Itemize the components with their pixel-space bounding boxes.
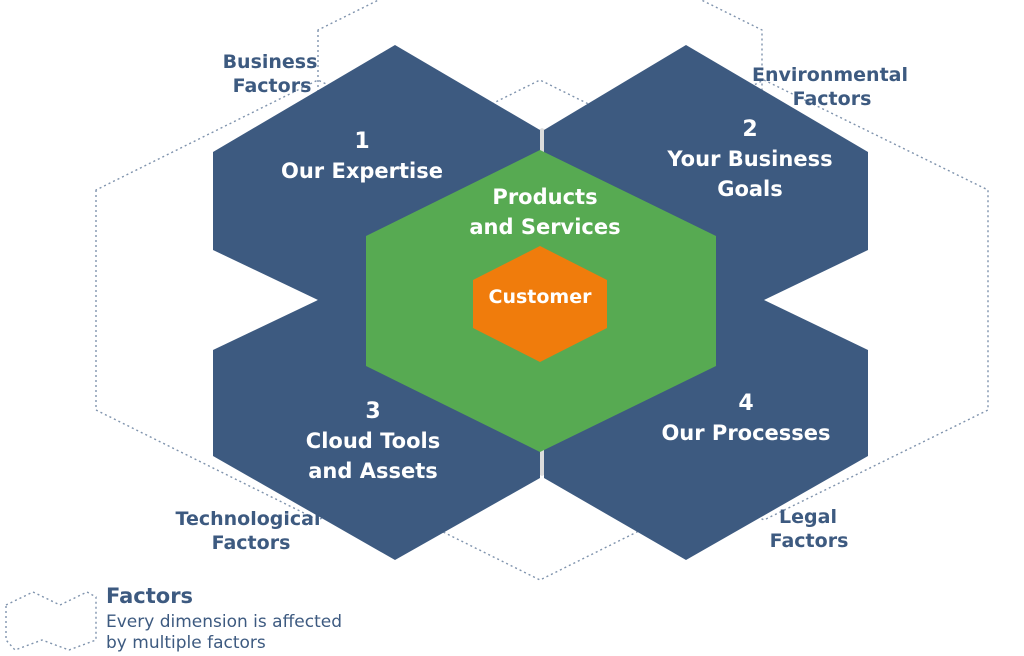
dimension-4-number: 4	[738, 391, 753, 416]
dimension-1-number: 1	[354, 129, 369, 154]
products-label-line1: Products	[492, 185, 597, 209]
business-factors-line2: Factors	[233, 75, 312, 97]
legend-description-line2: by multiple factors	[106, 633, 266, 653]
dimension-3-label-line1: Cloud Tools	[306, 429, 440, 453]
legend-title: Factors	[106, 584, 193, 608]
hexagon-customer	[473, 246, 607, 362]
dimension-3-number: 3	[365, 399, 380, 424]
legend-hexagon-icon	[5, 591, 97, 651]
customer-label: Customer	[489, 286, 593, 308]
technological-factors-line1: Technological	[176, 508, 321, 530]
legend-description-line1: Every dimension is affected	[106, 612, 342, 632]
dimension-3-label-line2: and Assets	[308, 459, 438, 483]
dimension-2-label-line1: Your Business	[666, 147, 832, 171]
dimension-4-label: Our Processes	[661, 421, 830, 445]
technological-factors-line2: Factors	[212, 532, 291, 554]
business-factors-line1: Business	[223, 51, 318, 73]
legend: Factors Every dimension is affected by m…	[5, 584, 342, 653]
dimension-2-number: 2	[742, 117, 757, 142]
dimension-1-label: Our Expertise	[281, 159, 443, 183]
dimension-2-label-line2: Goals	[717, 177, 783, 201]
legal-factors-line2: Factors	[770, 530, 849, 552]
legal-factors-line1: Legal	[779, 506, 837, 528]
products-label-line2: and Services	[469, 215, 620, 239]
environmental-factors-line2: Factors	[793, 88, 872, 110]
environmental-factors-line1: Environmental	[752, 64, 908, 86]
